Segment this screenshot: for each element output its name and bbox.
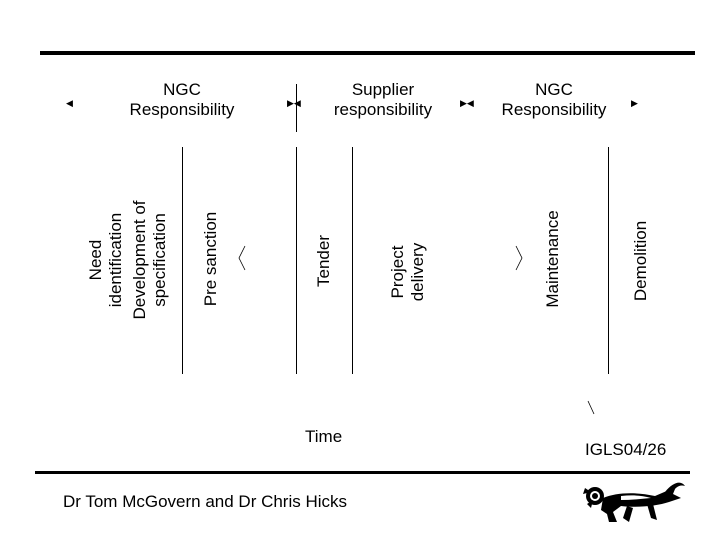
header-ngc-responsibility-left: NGC Responsibility [129,80,235,119]
top-rule [40,51,695,55]
header-ngc-responsibility-right: NGC Responsibility [501,80,607,119]
stage-development-of-specification: Development of specification [130,200,169,320]
left-double-arrow-icon: ▶◀ [287,98,301,108]
stage-divider-2 [296,147,297,374]
stage-project-delivery: Project delivery [388,242,427,302]
right-double-arrow-icon: ▶◀ [460,98,474,108]
chevron-left-icon [238,245,246,271]
stage-demolition: Demolition [631,220,650,302]
tick-mark-icon [587,400,595,415]
stage-divider-1 [182,147,183,374]
header-supplier-responsibility: Supplier responsibility [333,80,433,119]
time-label: Time [305,427,343,446]
stage-divider-3 [352,147,353,374]
authors-footer: Dr Tom McGovern and Dr Chris Hicks [63,492,348,511]
left-arrow-icon: ◀ [66,98,73,108]
slide-id: IGLS04/26 [585,440,667,459]
stage-divider-4 [608,147,609,374]
chevron-right-icon [515,245,523,271]
stage-need-identification: Need identification [86,212,125,308]
bottom-rule [35,471,690,474]
stage-maintenance: Maintenance [543,210,562,308]
stage-pre-sanction: Pre sanction [201,211,220,307]
stage-tender: Tender [314,235,333,287]
heraldic-lion-icon [583,482,685,522]
right-arrow-icon: ▶ [631,98,638,108]
header-divider-1 [296,84,297,132]
